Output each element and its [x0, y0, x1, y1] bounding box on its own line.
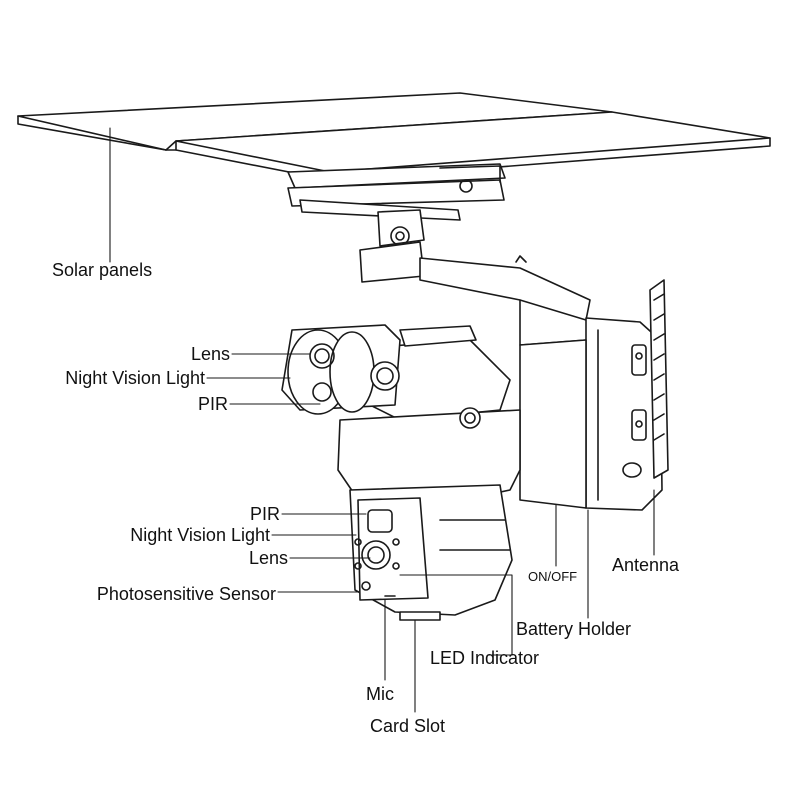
label-solar-panels: Solar panels [52, 260, 153, 280]
label-mic: Mic [366, 684, 394, 704]
battery-holder-box [519, 317, 663, 511]
label-photosensitive-sensor: Photosensitive Sensor [96, 584, 276, 604]
label-top-lens: Lens [190, 344, 230, 364]
label-bottom-night-vision: Night Vision Light [130, 525, 270, 545]
label-led-indicator: LED Indicator [430, 648, 540, 668]
solar-panels [17, 92, 771, 181]
label-card-slot: Card Slot [370, 716, 446, 736]
label-battery-holder: Battery Holder [516, 619, 632, 639]
label-bottom-lens: Lens [248, 548, 288, 568]
label-top-pir: PIR [197, 394, 228, 414]
label-antenna: Antenna [612, 555, 680, 575]
label-top-night-vision: Night Vision Light [65, 368, 205, 388]
label-bottom-pir: PIR [249, 504, 280, 524]
antenna-drawing [622, 279, 669, 479]
panel-mount [287, 163, 506, 283]
top-camera-head [281, 324, 511, 421]
leader-lines [109, 127, 655, 713]
lower-camera [349, 484, 513, 621]
label-on-off: ON/OFF [528, 569, 578, 584]
